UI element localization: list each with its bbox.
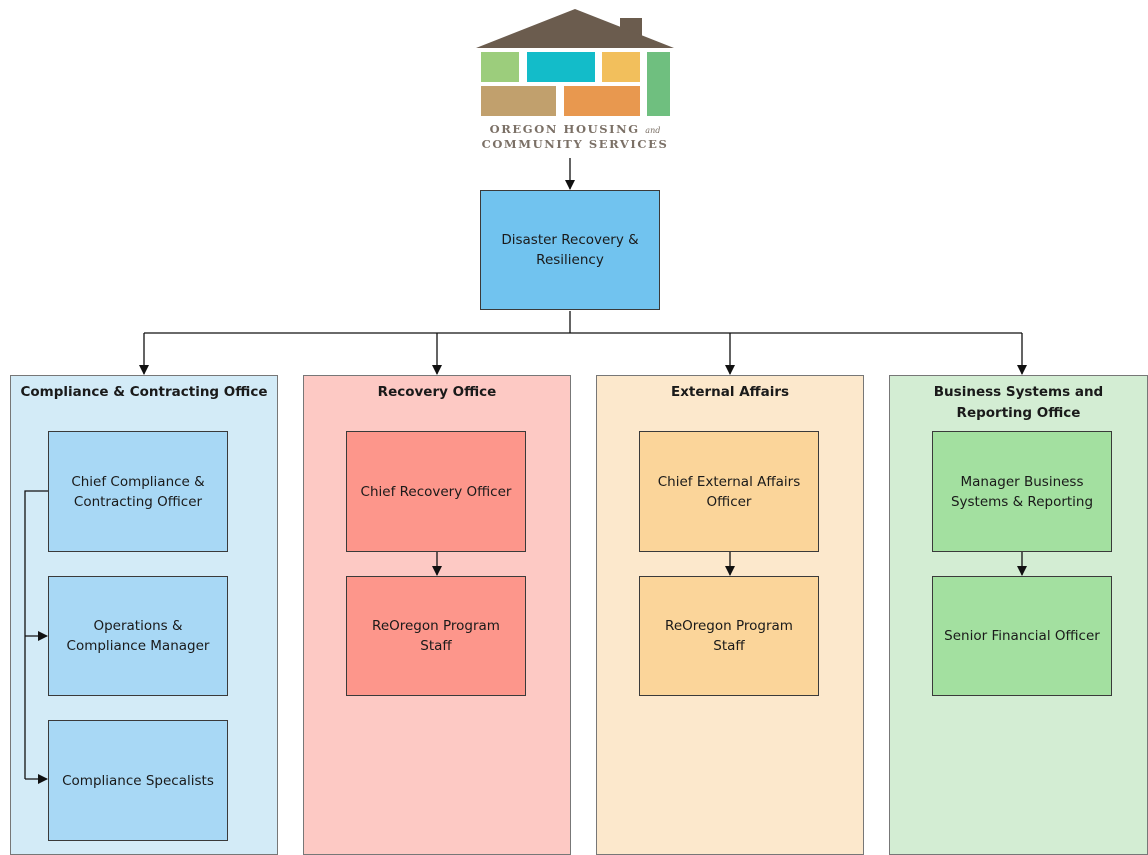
logo-text-line-2: COMMUNITY SERVICES [481,137,669,151]
role-box: ReOregon Program Staff [346,576,526,696]
ohcs-logo: OREGON HOUSING and COMMUNITY SERVICES [470,6,680,156]
house-logo-icon [476,9,674,116]
role-box: Compliance Specalists [48,720,228,841]
role-label: ReOregon Program Staff [665,618,793,654]
role-label: Chief Recovery Officer [360,483,512,500]
role-box: Chief Recovery Officer [346,431,526,552]
role-box: Manager Business Systems & Reporting [932,431,1112,552]
role-label: Chief External Affairs Officer [657,473,801,510]
panel-title: Business Systems and Reporting Office [933,384,1104,421]
role-label: Manager Business Systems & Reporting [950,473,1094,510]
logo-text-line-1: OREGON HOUSING and [489,122,661,136]
panel-title: Compliance & Contracting Office [20,384,268,400]
role-label: Compliance Specalists [62,772,214,789]
role-box: Senior Financial Officer [932,576,1112,696]
root-node-label: Disaster Recovery & Resiliency [501,232,639,268]
panel-title: Recovery Office [377,384,497,400]
role-label: Chief Compliance & Contracting Officer [71,473,205,510]
logo-text-and: and [645,126,661,135]
role-label: ReOregon Program Staff [372,618,500,654]
role-label: Operations & Compliance Manager [66,618,210,654]
role-box: Chief External Affairs Officer [639,431,819,552]
role-box: Chief Compliance & Contracting Officer [48,431,228,552]
role-label: Senior Financial Officer [944,628,1100,644]
panel-title: External Affairs [670,384,790,400]
root-node: Disaster Recovery & Resiliency [480,190,660,310]
role-box: ReOregon Program Staff [639,576,819,696]
role-box: Operations & Compliance Manager [48,576,228,696]
